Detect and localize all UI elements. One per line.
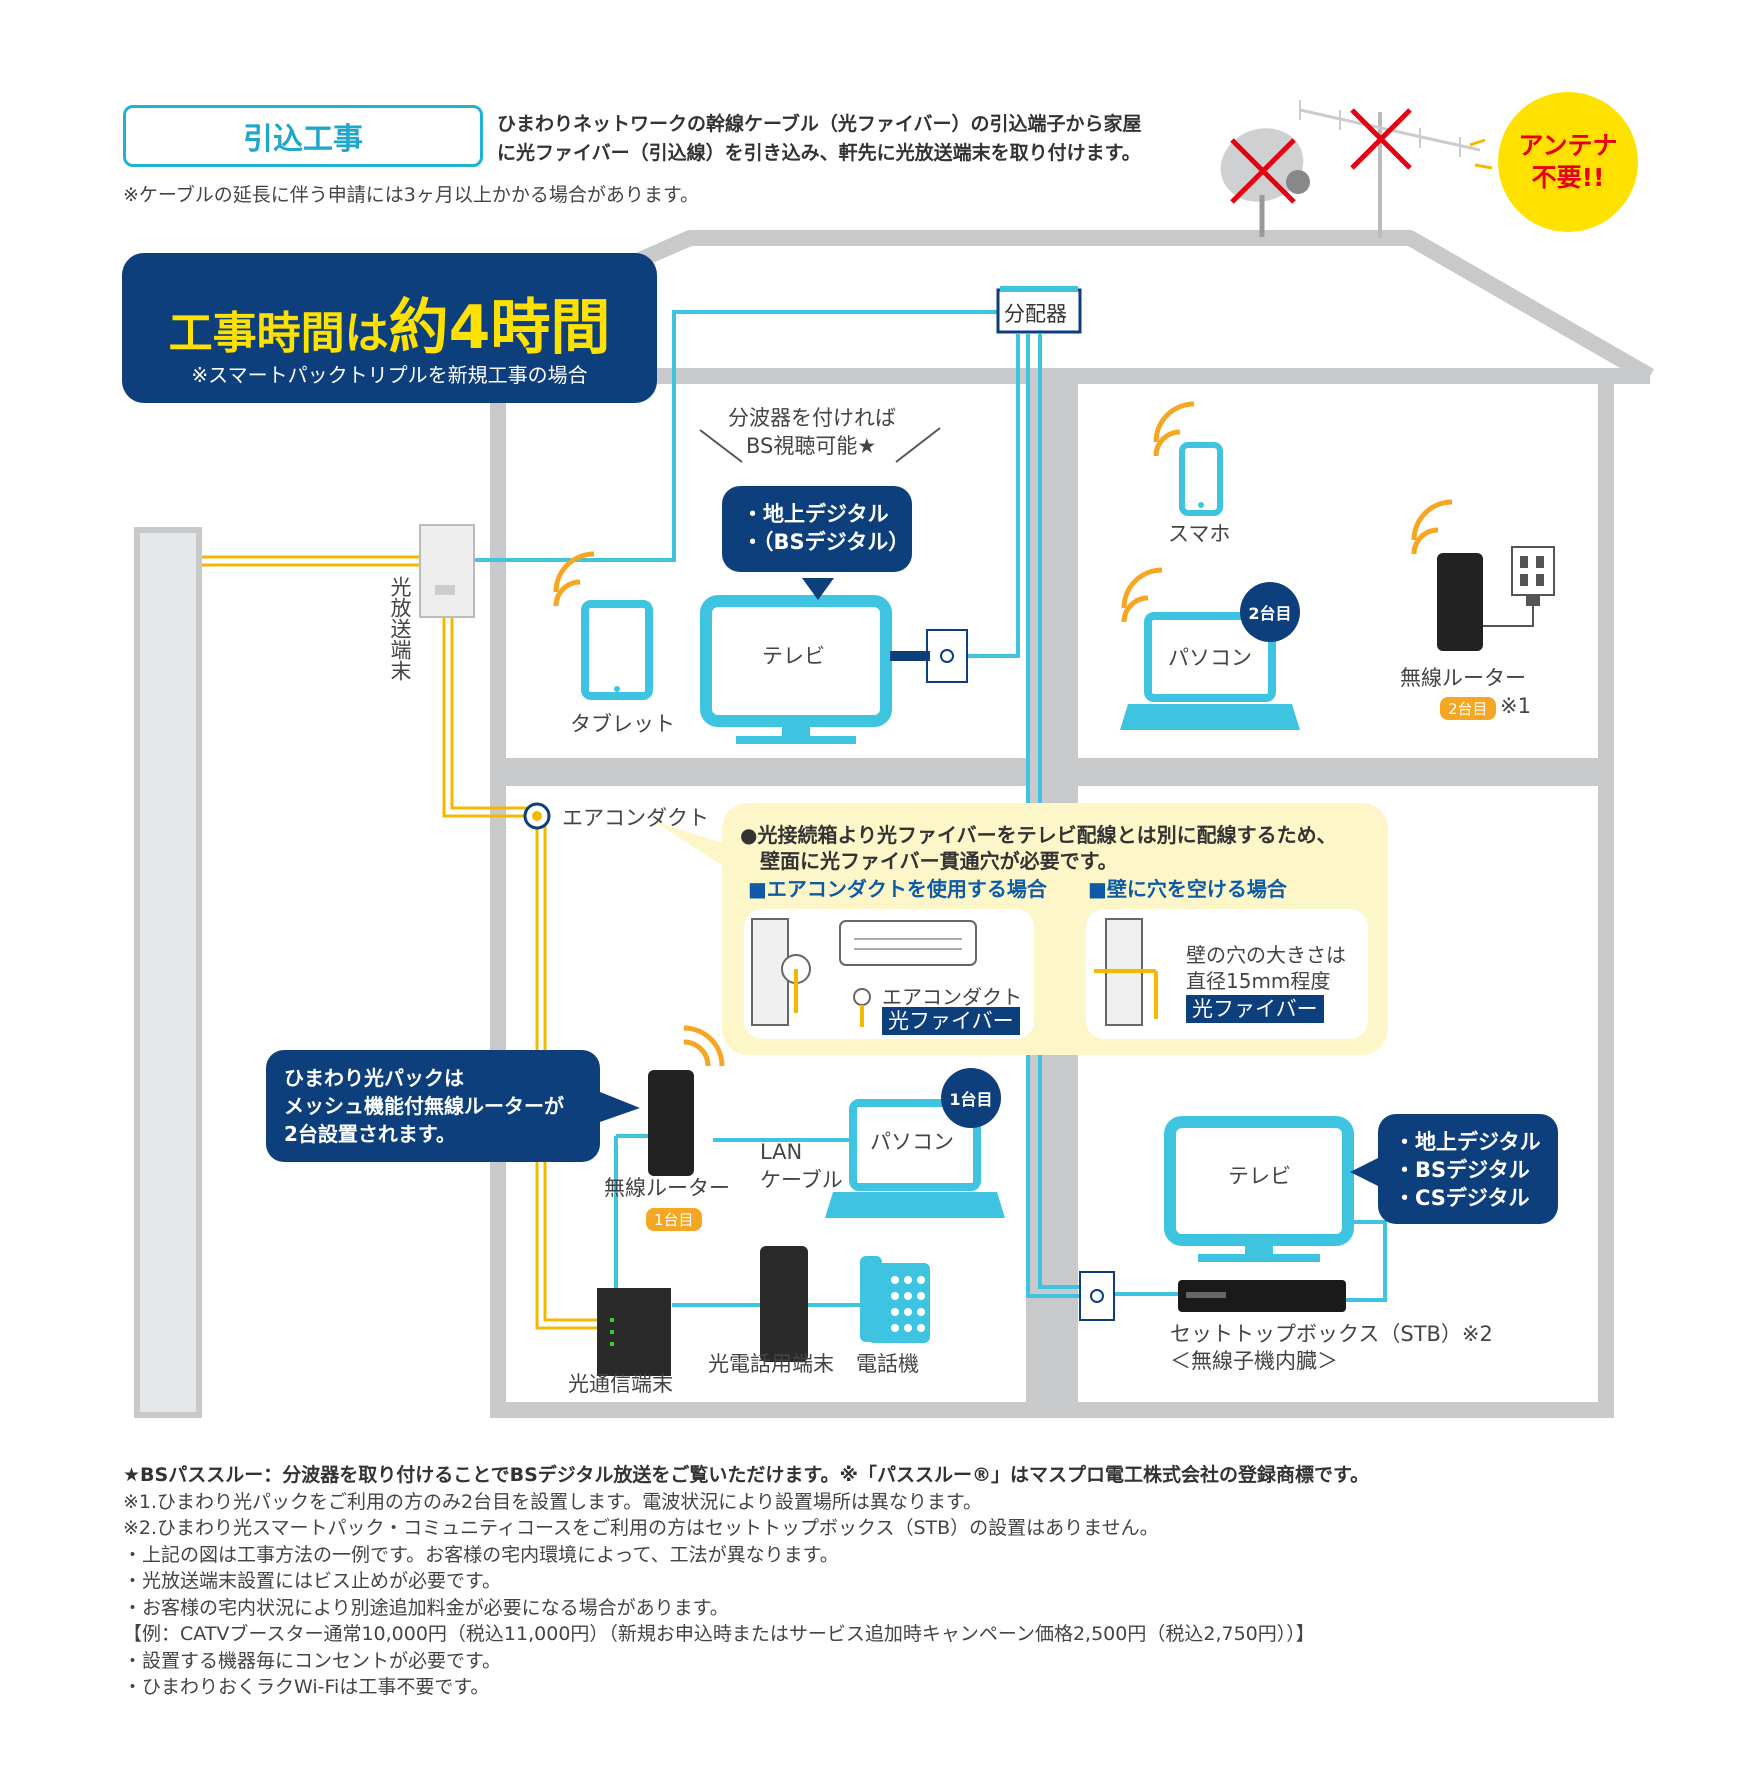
telephone-device xyxy=(860,1256,930,1343)
optical-terminal-label: 光放送端末 xyxy=(388,576,412,681)
panel-line1: ●光接続箱より光ファイバーをテレビ配線とは別に配線するため、 xyxy=(740,823,1337,847)
bs-note-line2: BS視聴可能★ xyxy=(746,434,877,458)
unit1-badge-router: 1台目 xyxy=(646,1208,702,1231)
footer-note-6: 【例：CATVブースター通常10,000円（税込11,000円）（新規お申込時ま… xyxy=(123,1623,1315,1645)
mesh-bubble-line3: 2台設置されます。 xyxy=(284,1122,456,1146)
panel-fiber-tag-hole: 光ファイバー xyxy=(1186,995,1324,1023)
tv-upper xyxy=(700,595,892,744)
coax-cable-cyan xyxy=(472,310,1387,1307)
wall-hole-illustration xyxy=(1094,918,1158,1026)
router-upper-label: 無線ルーター xyxy=(1400,666,1526,690)
phone-label: 電話機 xyxy=(856,1352,919,1376)
footer-note-8: ・ひまわりおくラクWi-Fiは工事不要です。 xyxy=(123,1676,490,1698)
mesh-bubble-line1: ひまわり光パックは xyxy=(284,1066,464,1090)
panel-duct-label: エアコンダクト xyxy=(882,985,1022,1009)
router-upper xyxy=(1437,546,1555,651)
antenna-unnecessary-badge: アンテナ 不要!! xyxy=(1498,92,1638,232)
splitter-label: 分配器 xyxy=(1004,302,1067,326)
pc-upper-label: パソコン xyxy=(1168,646,1252,670)
utility-pole xyxy=(134,527,202,1418)
footer-note-3: ・上記の図は工事方法の一例です。お客様の宅内環境によって、工法が異なります。 xyxy=(123,1543,839,1566)
tablet-label: タブレット xyxy=(570,712,675,736)
onu-device xyxy=(597,1288,671,1376)
optical-terminal-device xyxy=(419,524,475,618)
mesh-router-bubble: ひまわり光パックは メッシュ機能付無線ルーターが 2台設置されます。 xyxy=(266,1050,600,1162)
panel-heading-duct: ■エアコンダクトを使用する場合 xyxy=(748,877,1047,901)
footer-note-1: ※1.ひまわり光パックをご利用の方のみ2台目を設置します。電波状況により設置場所… xyxy=(123,1490,982,1513)
tv-antenna-crossed xyxy=(1299,100,1481,238)
tv-upper-label: テレビ xyxy=(762,644,825,668)
unit2-badge-pc: 2台目 xyxy=(1240,582,1300,642)
tv-upper-channel-2: ・（BSデジタル） xyxy=(742,530,910,554)
panel-heading-hole: ■壁に穴を空ける場合 xyxy=(1088,877,1287,901)
panel-duct-case: エアコンダクト 光ファイバー xyxy=(744,909,1034,1039)
unit1-badge-pc: 1台目 xyxy=(941,1068,1001,1128)
panel-hole-case: 壁の穴の大きさは 直径15mm程度 光ファイバー xyxy=(1086,909,1368,1039)
header-desc-line1: ひまわりネットワークの幹線ケーブル（光ファイバー）の引込端子から家屋 xyxy=(497,113,1142,135)
unit2-badge-router: 2台目 xyxy=(1440,697,1496,720)
aircon-duct-label: エアコンダクト xyxy=(562,806,709,830)
pc-lower-label: パソコン xyxy=(870,1130,954,1154)
footer-notes: ★BSパススルー：分波器を取り付けることでBSデジタル放送をご覧いただけます。※… xyxy=(123,1462,1369,1701)
router-lower-label: 無線ルーター xyxy=(604,1176,730,1200)
section-title: 引込工事 xyxy=(243,122,363,157)
tv-lower-channels-bubble: ・地上デジタル ・BSデジタル ・CSデジタル xyxy=(1378,1114,1558,1224)
footer-note-5: ・お客様の宅内状況により別途追加料金が必要になる場合があります。 xyxy=(123,1596,729,1619)
note1-label: ※1 xyxy=(1500,694,1531,718)
construction-time-note: ※スマートパックトリプルを新規工事の場合 xyxy=(191,363,588,387)
header-description: ひまわりネットワークの幹線ケーブル（光ファイバー）の引込端子から家屋 に光ファイ… xyxy=(497,110,1141,168)
footer-note-4: ・光放送端末設置にはビス止めが必要です。 xyxy=(123,1570,502,1592)
tv-lower-channel-2: ・BSデジタル xyxy=(1394,1158,1530,1182)
tv-lower-label: テレビ xyxy=(1228,1164,1291,1188)
panel-hole-line2: 直径15mm程度 xyxy=(1186,969,1331,993)
mesh-bubble-line2: メッシュ機能付無線ルーターが xyxy=(284,1094,564,1118)
construction-time-box: 工事時間は約4時間 ※スマートパックトリプルを新規工事の場合 xyxy=(122,253,657,403)
header-desc-line2: に光ファイバー（引込線）を引き込み、軒先に光放送端末を取り付けます。 xyxy=(497,142,1141,164)
tv-lower xyxy=(1164,1116,1354,1262)
panel-line2: 壁面に光ファイバー貫通穴が必要です。 xyxy=(760,849,1118,873)
laptop-upper xyxy=(1120,612,1300,730)
smartphone-label: スマホ xyxy=(1168,522,1231,546)
panel-fiber-tag-duct: 光ファイバー xyxy=(882,1007,1020,1035)
panel-hole-line1: 壁の穴の大きさは xyxy=(1186,943,1346,967)
tv-lower-channel-3: ・CSデジタル xyxy=(1394,1186,1530,1210)
wifi-icons xyxy=(553,401,1453,1067)
construction-time-heading: 工事時間は約4時間 xyxy=(122,279,657,366)
fiber-cable-yellow xyxy=(202,555,600,1330)
time-value: 約4時間 xyxy=(388,293,611,363)
satellite-dish-crossed xyxy=(1220,128,1310,237)
fiber-hole-info-panel: ●光接続箱より光ファイバーをテレビ配線とは別に配線するため、 壁面に光ファイバー… xyxy=(722,803,1388,1055)
tv-upper-channels-bubble: ・地上デジタル ・（BSデジタル） xyxy=(722,486,912,572)
phone-adapter-label: 光電話用端末 xyxy=(708,1352,834,1376)
footer-note-7: ・設置する機器毎にコンセントが必要です。 xyxy=(123,1649,502,1672)
laptop-lower xyxy=(825,1099,1005,1218)
aircon-duct-illustration xyxy=(751,918,977,1027)
section-title-box: 引込工事 xyxy=(123,105,483,167)
stb-label-line1: セットトップボックス（STB）※2 xyxy=(1170,1322,1493,1346)
time-prefix: 工事時間は xyxy=(168,308,389,359)
lan-label-line2: ケーブル xyxy=(760,1168,843,1192)
tablet-device xyxy=(581,600,653,700)
tv-lower-channel-1: ・地上デジタル xyxy=(1394,1130,1541,1154)
antenna-badge-line2: 不要!! xyxy=(1531,163,1605,192)
tv-upper-channel-1: ・地上デジタル xyxy=(742,502,889,526)
header-note: ※ケーブルの延長に伴う申請には3ヶ月以上かかる場合があります。 xyxy=(123,184,699,206)
footer-note-bs: ★BSパススルー：分波器を取り付けることでBSデジタル放送をご覧いただけます。※… xyxy=(123,1464,1370,1486)
bs-note-line1: 分波器を付ければ xyxy=(728,406,896,430)
antenna-badge-line1: アンテナ xyxy=(1518,131,1618,160)
router-lower xyxy=(648,1070,694,1176)
stb-device xyxy=(1178,1280,1346,1312)
phone-adapter-device xyxy=(760,1246,808,1362)
stb-label-line2: ＜無線子機内臓＞ xyxy=(1170,1349,1338,1373)
footer-note-2: ※2.ひまわり光スマートパック・コミュニティコースをご利用の方はセットトップボッ… xyxy=(123,1517,1159,1539)
lan-label-line1: LAN xyxy=(760,1140,803,1164)
smartphone-device xyxy=(1179,442,1223,516)
onu-label: 光通信端末 xyxy=(568,1372,673,1396)
